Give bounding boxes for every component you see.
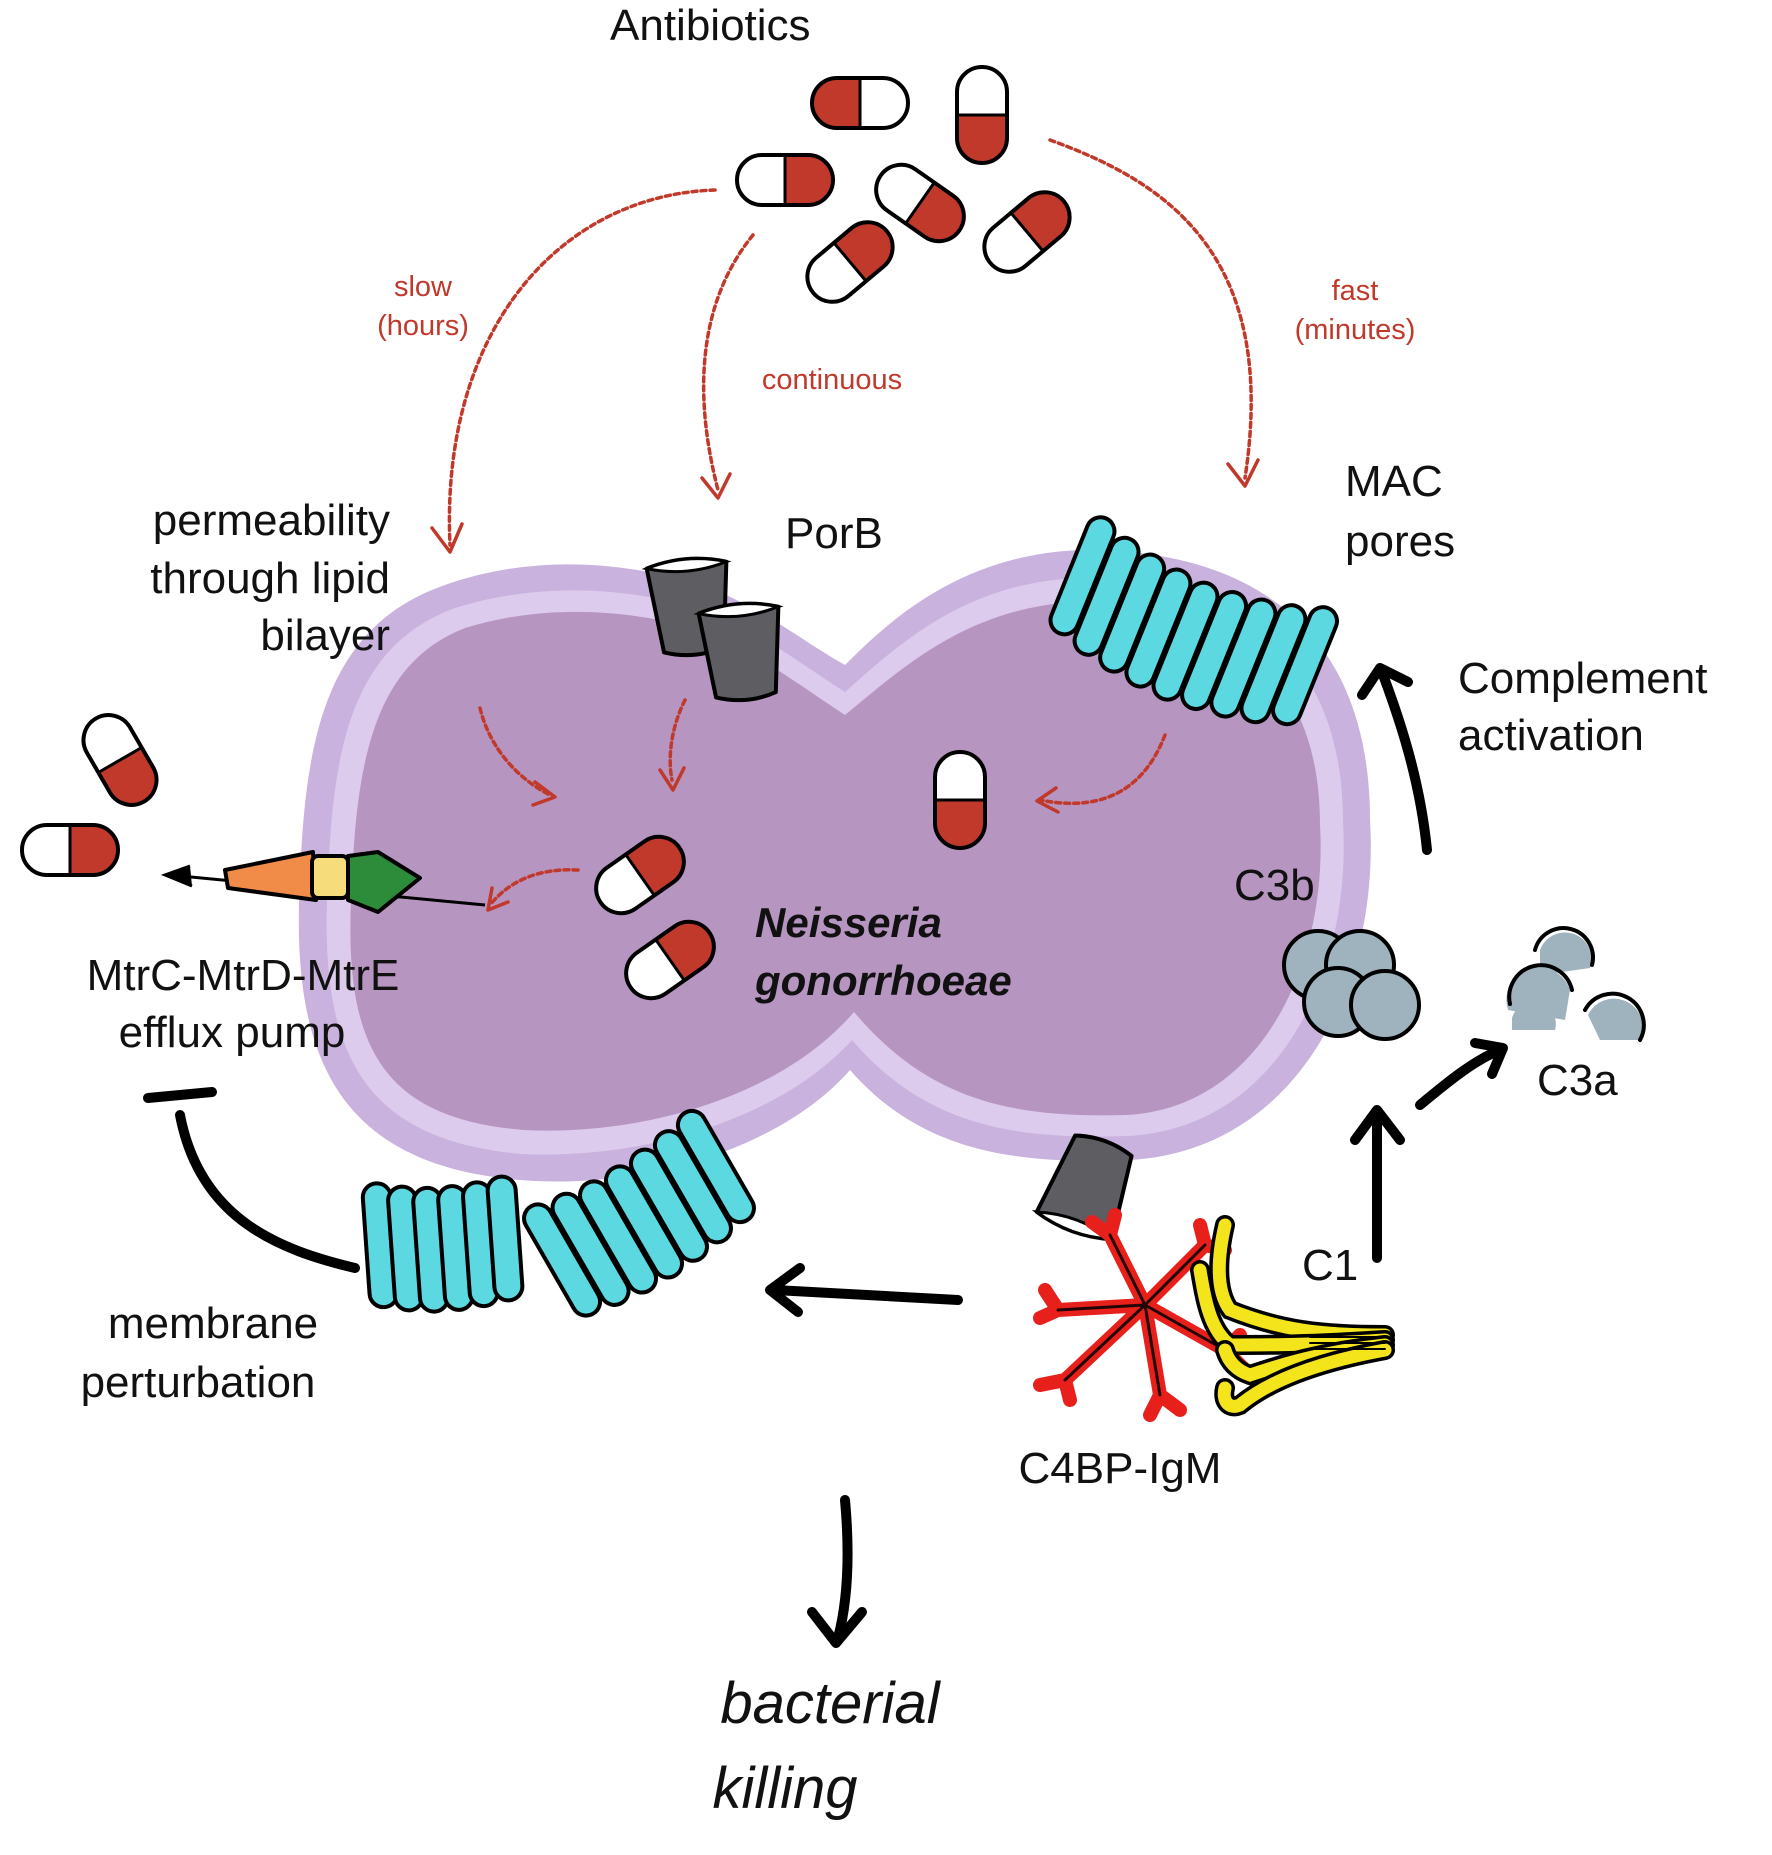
capsule-icon: [20, 823, 120, 877]
fast-label: fast: [1332, 275, 1379, 307]
fast-minutes-label: (minutes): [1295, 314, 1416, 346]
capsule-icon: [810, 76, 910, 130]
igm-pentamer-outline: [1056, 1233, 1227, 1397]
continuous-label: continuous: [762, 364, 902, 396]
cytoplasm: [350, 602, 1321, 1131]
porb-label: PorB: [785, 509, 883, 558]
capsule-icon: [72, 703, 168, 817]
slow-hours-label: (hours): [377, 310, 469, 342]
complement-label-2: activation: [1458, 711, 1644, 760]
mac-inner-arrow: [1038, 733, 1167, 806]
killing-label-2: killing: [712, 1756, 857, 1821]
mac-pore-icon: [359, 1173, 526, 1315]
fast-arrow: [1048, 138, 1253, 480]
antibiotic-cluster: [735, 65, 1082, 315]
organism-label-2: gonorrhoeae: [754, 957, 1012, 1004]
mtrc-segment: [223, 850, 318, 902]
c1-label: C1: [1302, 1241, 1358, 1290]
capsule-icon: [972, 179, 1082, 285]
c4bp-igm-label: C4BP-IgM: [1019, 1444, 1222, 1493]
permeability-label-2: through lipid: [150, 554, 390, 603]
c3a-fragment-icon: [1506, 926, 1646, 1042]
c3a-release-arrow: [1415, 1045, 1505, 1110]
c1-complex-icon: [1190, 1215, 1395, 1417]
continuous-arrowhead: [700, 472, 732, 500]
capsule-icon: [933, 750, 987, 850]
efflux-inhibition-bar: [143, 1087, 217, 1103]
mac-label-2: pores: [1345, 517, 1455, 566]
mac-label-1: MAC: [1345, 457, 1443, 506]
exported-antibiotics: [20, 703, 168, 877]
efflux-inner-arrow: [488, 868, 580, 907]
capsule-icon: [955, 65, 1009, 165]
capsule-icon: [735, 153, 835, 207]
bacterial-killing-arrowhead: [807, 1607, 867, 1648]
mac-inner-arrowhead: [1035, 786, 1060, 814]
membrane-label-2: perturbation: [81, 1358, 316, 1407]
antibiotic-entry-arrows: [430, 138, 1260, 912]
c1-to-c3b-arrowhead: [1350, 1105, 1405, 1145]
porb-inner-arrow: [668, 698, 687, 782]
lipid-inner-arrow: [478, 706, 552, 797]
complement-flow-arrows: [143, 663, 1508, 1648]
slow-arrowhead: [430, 522, 464, 554]
permeability-label-1: permeability: [153, 496, 390, 545]
antibiotics-label: Antibiotics: [610, 1, 811, 50]
to-membrane-perturbation-arrow: [770, 1285, 963, 1305]
bacterial-killing-arrow: [833, 1495, 853, 1643]
slow-arrow: [447, 188, 717, 547]
complement-activation-arrowhead: [1357, 663, 1413, 700]
membrane-label-1: membrane: [108, 1299, 318, 1348]
permeability-label-3: bilayer: [260, 611, 390, 660]
organism-label-1: Neisseria: [755, 899, 942, 946]
fast-arrowhead: [1226, 458, 1260, 488]
continuous-arrow: [701, 233, 755, 492]
bacterial-cell: [298, 549, 1371, 1182]
c3b-label: C3b: [1234, 861, 1315, 910]
capsule-icon: [795, 209, 905, 315]
porb-inner-arrowhead: [658, 766, 686, 792]
c3b-cluster-icon: [1282, 929, 1421, 1041]
mtre-segment: [346, 850, 422, 914]
c3a-release-arrowhead: [1470, 1038, 1508, 1079]
to-membrane-perturbation-arrowhead: [765, 1263, 805, 1317]
mtrd-segment: [310, 854, 350, 900]
efflux-label-1: MtrC-MtrD-MtrE: [87, 951, 400, 1000]
c3a-label: C3a: [1537, 1056, 1618, 1105]
efflux-pump-icon: [160, 850, 486, 914]
slow-label: slow: [394, 271, 453, 303]
lipid-inner-arrowhead: [531, 780, 557, 807]
complement-activation-arrow: [1377, 667, 1432, 855]
efflux-inner-arrowhead: [486, 886, 510, 912]
efflux-label-2: efflux pump: [119, 1008, 346, 1057]
complement-label-1: Complement: [1458, 654, 1707, 703]
killing-label-1: bacterial: [720, 1671, 941, 1736]
efflux-inhibition-arrow: [175, 1110, 360, 1273]
